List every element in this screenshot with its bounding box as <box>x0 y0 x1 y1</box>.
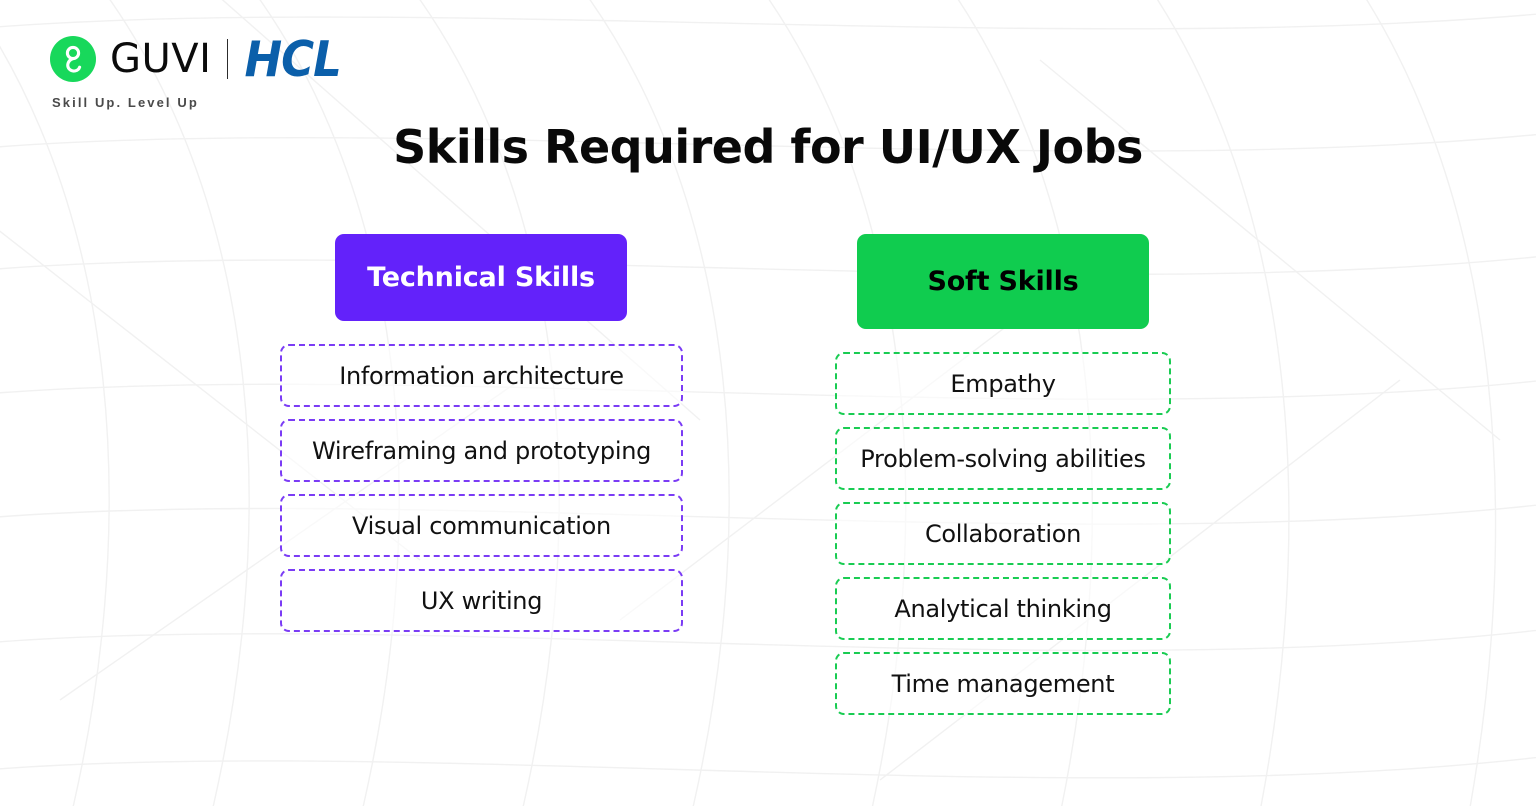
column-header-technical-skills: Technical Skills <box>335 234 627 321</box>
column-soft-skills: Soft Skills Empathy Problem-solving abil… <box>835 234 1171 715</box>
skill-list-technical: Information architecture Wireframing and… <box>280 344 683 632</box>
page-title: Skills Required for UI/UX Jobs <box>393 120 1143 174</box>
skill-card: Information architecture <box>280 344 683 407</box>
skill-card: Wireframing and prototyping <box>280 419 683 482</box>
brand-divider <box>227 39 229 79</box>
skill-card: Time management <box>835 652 1171 715</box>
column-header-soft-skills: Soft Skills <box>857 234 1149 329</box>
guvi-g-mark-icon <box>50 36 96 82</box>
skills-columns: Technical Skills Information architectur… <box>0 234 1536 734</box>
column-technical-skills: Technical Skills Information architectur… <box>280 234 683 632</box>
brand-tagline: Skill Up. Level Up <box>52 95 199 110</box>
skill-card: Analytical thinking <box>835 577 1171 640</box>
skill-card: Visual communication <box>280 494 683 557</box>
skill-card: Problem-solving abilities <box>835 427 1171 490</box>
hcl-wordmark: HCL <box>244 30 341 88</box>
skill-list-soft: Empathy Problem-solving abilities Collab… <box>835 352 1171 715</box>
skill-card: Collaboration <box>835 502 1171 565</box>
guvi-wordmark: GUVI <box>110 36 212 82</box>
skill-card: Empathy <box>835 352 1171 415</box>
brand-bar: GUVI HCL Skill Up. Level Up <box>50 30 342 110</box>
skill-card: UX writing <box>280 569 683 632</box>
brand-logo-row: GUVI HCL <box>50 30 342 88</box>
